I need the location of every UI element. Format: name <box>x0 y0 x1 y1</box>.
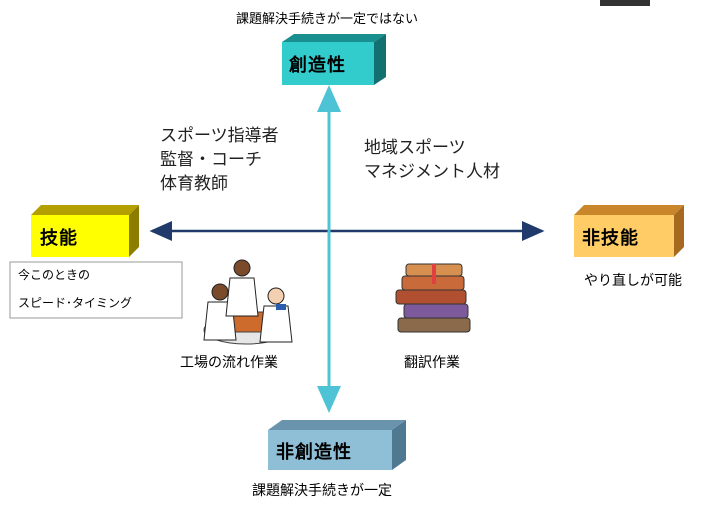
non-skill-box <box>574 205 684 257</box>
workers-clipart-icon <box>203 259 293 345</box>
skill-box <box>31 205 139 257</box>
non-skill-label: 非技能 <box>582 228 639 249</box>
books-clipart-icon <box>395 263 471 333</box>
skill-note-frame <box>9 261 183 319</box>
top-caption: 課題解決手続きが一定ではない <box>236 12 419 27</box>
skill-note-line-1: 今このときの <box>18 268 91 282</box>
quadrant-top-right-line-1: 地域スポーツ <box>364 138 466 158</box>
corner-mark <box>600 0 650 6</box>
quadrant-bottom-right-label: 翻訳作業 <box>404 355 460 371</box>
skill-label: 技能 <box>40 228 78 249</box>
non-skill-caption: やり直しが可能 <box>584 273 682 289</box>
non-creativity-box <box>268 420 406 470</box>
quadrant-top-left-line-2: 監督・コーチ <box>160 150 262 170</box>
skill-note-line-2: スピード･タイミング <box>18 296 133 310</box>
quadrant-bottom-left-label: 工場の流れ作業 <box>180 355 278 371</box>
quadrant-top-right-line-2: マネジメント人材 <box>364 162 500 182</box>
quadrant-top-left-line-1: スポーツ指導者 <box>160 126 279 146</box>
quadrant-top-left-line-3: 体育教師 <box>160 174 228 194</box>
non-creativity-label: 非創造性 <box>276 442 352 463</box>
bottom-caption: 課題解決手続きが一定 <box>252 483 392 499</box>
creativity-label: 創造性 <box>289 55 346 76</box>
creativity-box <box>282 34 386 85</box>
